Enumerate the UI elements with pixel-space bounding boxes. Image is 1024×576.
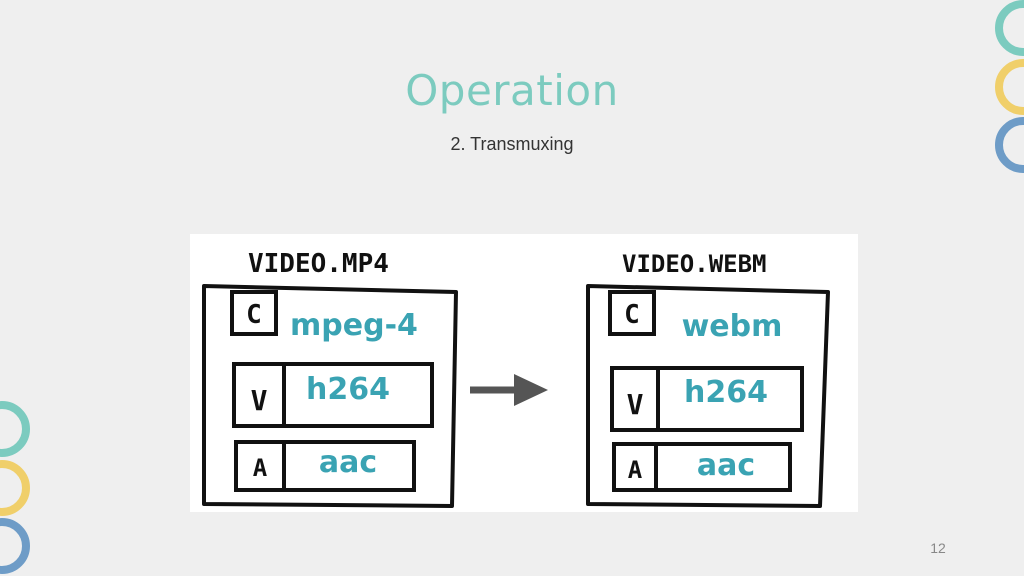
blue-ring-icon <box>0 518 30 574</box>
transmuxing-diagram: VIDEO.MP4 C mpeg-4 V h264 A aac VIDEO.WE… <box>190 234 858 512</box>
blue-ring-icon <box>995 117 1024 173</box>
source-video-tag: V <box>251 384 268 417</box>
audio-track-box <box>234 440 416 492</box>
source-filename: VIDEO.MP4 <box>248 249 389 279</box>
target-container-format: webm <box>682 309 783 344</box>
target-video-tag: V <box>627 388 644 421</box>
teal-ring-icon <box>995 0 1024 56</box>
source-container-tag: C <box>246 300 262 330</box>
decorative-rings-bottom-left <box>0 401 30 574</box>
source-container: VIDEO.MP4 C mpeg-4 V h264 A aac <box>202 249 458 508</box>
container-tag-box <box>608 290 656 336</box>
target-video-codec: h264 <box>684 375 768 410</box>
container-tag-box <box>230 290 278 336</box>
source-audio-tag: A <box>253 454 268 482</box>
video-track-box <box>610 366 804 432</box>
target-audio-tag: A <box>628 456 643 484</box>
teal-ring-icon <box>0 401 30 457</box>
target-container-tag: C <box>624 300 640 330</box>
video-track-box <box>232 362 434 428</box>
target-file-box <box>586 284 830 508</box>
slide-title: Operation <box>405 66 619 115</box>
yellow-ring-icon <box>995 59 1024 115</box>
source-video-codec: h264 <box>306 372 390 407</box>
yellow-ring-icon <box>0 460 30 516</box>
page-number: 12 <box>930 540 946 556</box>
decorative-rings-top-right <box>995 0 1024 173</box>
source-container-format: mpeg-4 <box>290 308 418 343</box>
target-audio-codec: aac <box>697 448 755 483</box>
target-container: VIDEO.WEBM C webm V h264 A aac <box>586 250 830 508</box>
slide-subtitle: 2. Transmuxing <box>450 134 574 154</box>
target-filename: VIDEO.WEBM <box>622 250 767 278</box>
right-arrow-icon <box>470 374 548 406</box>
audio-track-box <box>612 442 792 492</box>
source-file-box <box>202 284 458 508</box>
source-audio-codec: aac <box>319 445 377 480</box>
